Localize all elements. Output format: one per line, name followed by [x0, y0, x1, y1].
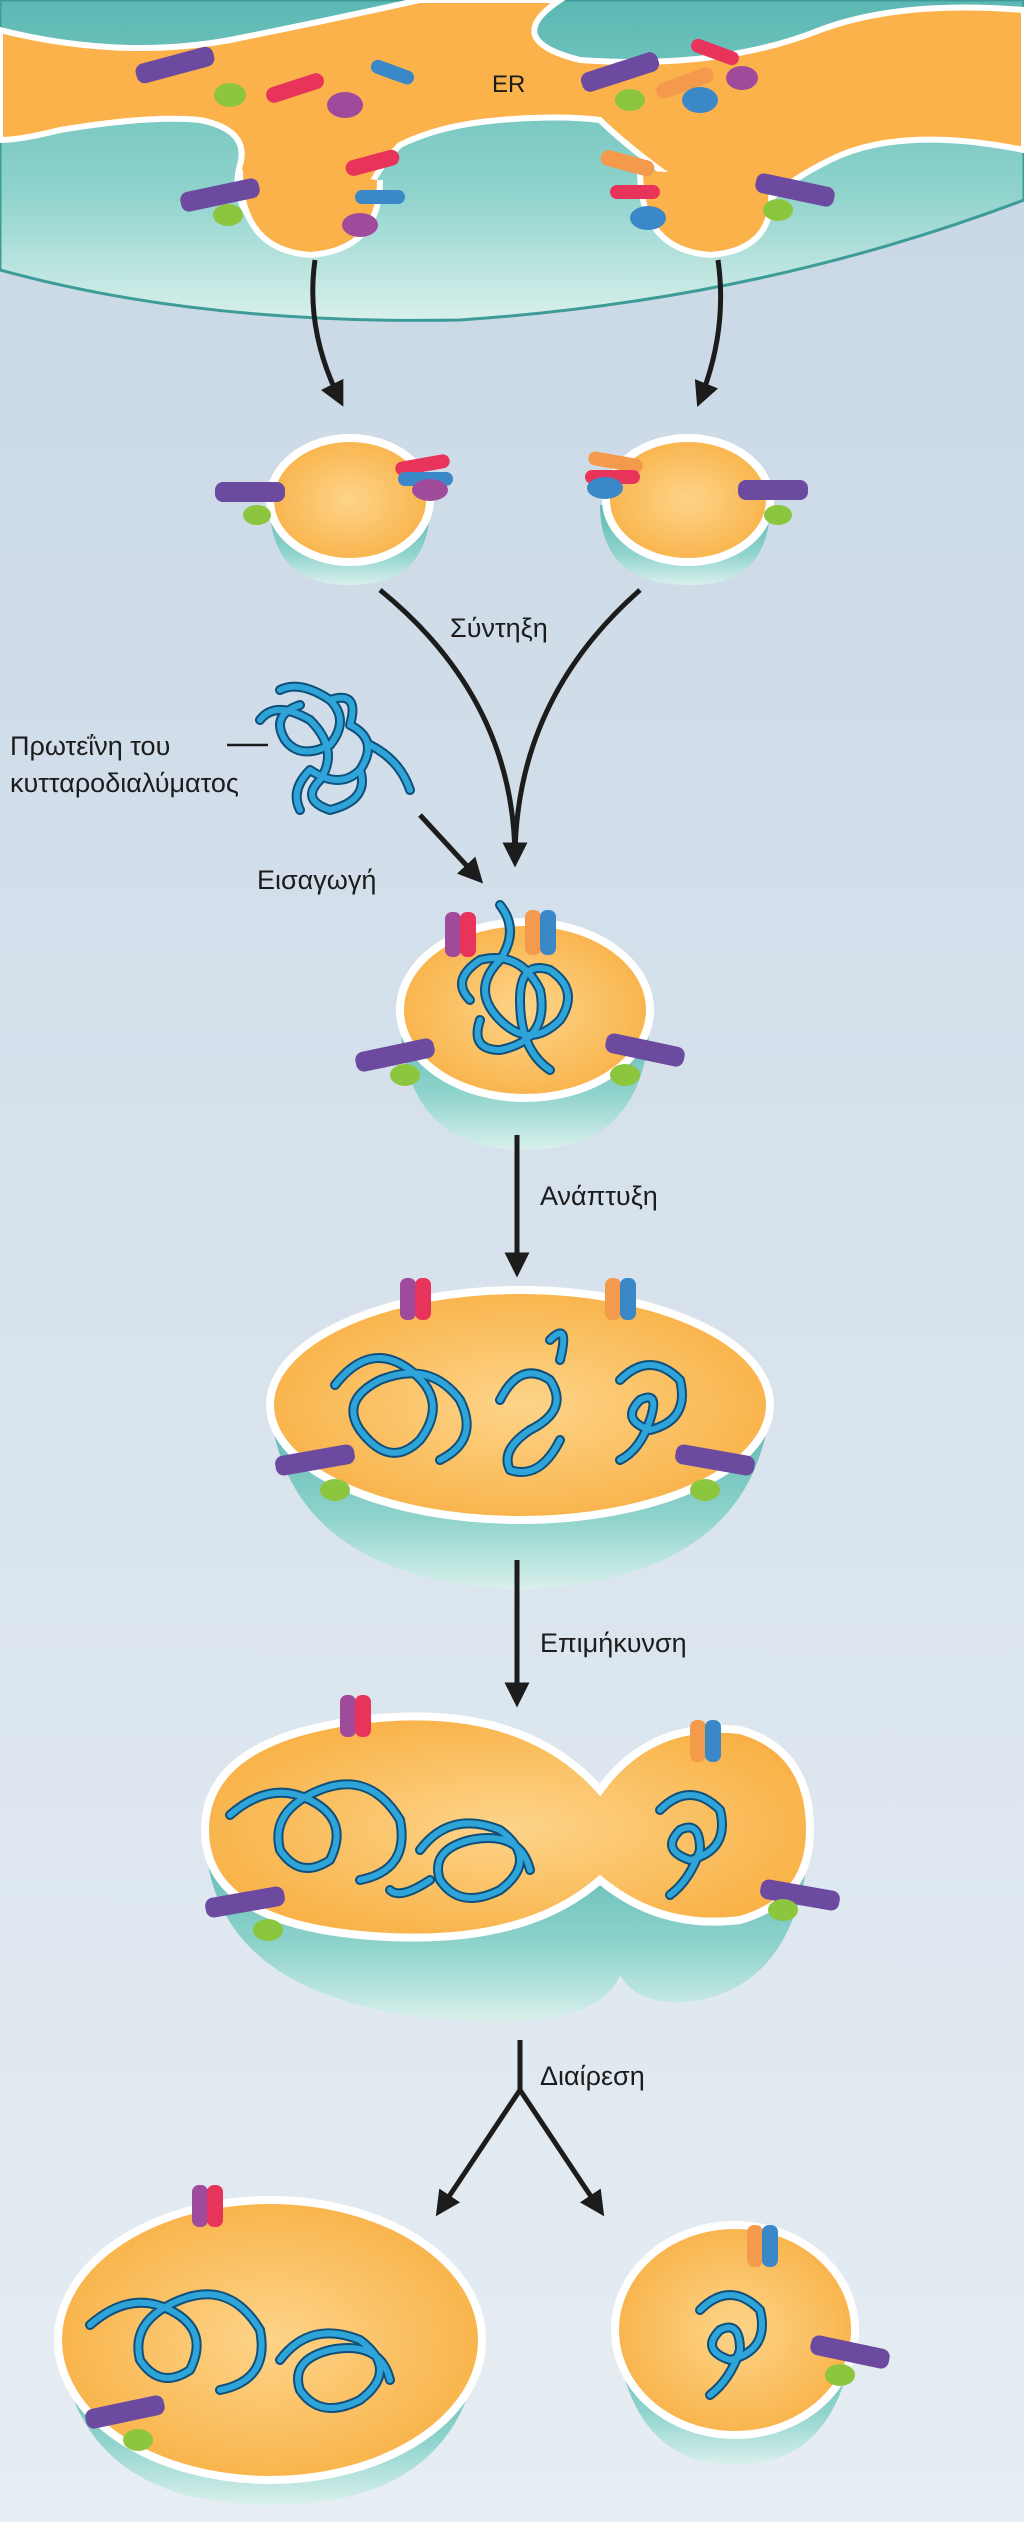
- arrow-division-left: [435, 2088, 523, 2217]
- fusion-label: Σύντηξη: [450, 613, 548, 643]
- cytosolic-protein-label-2: κυτταροδιαλύματος: [10, 768, 239, 798]
- peroxisome-daughter-large: [54, 2185, 486, 2505]
- arrow-fusion-left: [378, 588, 528, 868]
- cytosolic-protein-label-1: Πρωτεΐνη του: [10, 731, 170, 761]
- growth-label: Ανάπτυξη: [540, 1181, 658, 1211]
- peroxisome-small: [355, 900, 685, 1150]
- endoplasmic-reticulum: [0, 0, 1024, 322]
- arrow-fusion-right: [512, 588, 642, 861]
- elongation-label: Επιμήκυνση: [540, 1628, 687, 1658]
- peroxisome-elongated: [200, 1695, 840, 2022]
- arrow-import: [418, 813, 484, 884]
- cytosolic-protein-coil: [255, 681, 415, 815]
- er-label: ER: [492, 71, 525, 98]
- division-label: Διαίρεση: [540, 2061, 645, 2091]
- arrow-division-right: [517, 2088, 605, 2217]
- arrow-bud-right: [694, 259, 724, 407]
- vesicle-right: [585, 434, 808, 585]
- peroxisome-grown: [266, 1278, 774, 1590]
- vesicle-left: [215, 434, 453, 585]
- import-label: Εισαγωγή: [257, 865, 376, 895]
- peroxisome-daughter-small: [611, 2221, 890, 2465]
- arrow-bud-left: [310, 259, 344, 407]
